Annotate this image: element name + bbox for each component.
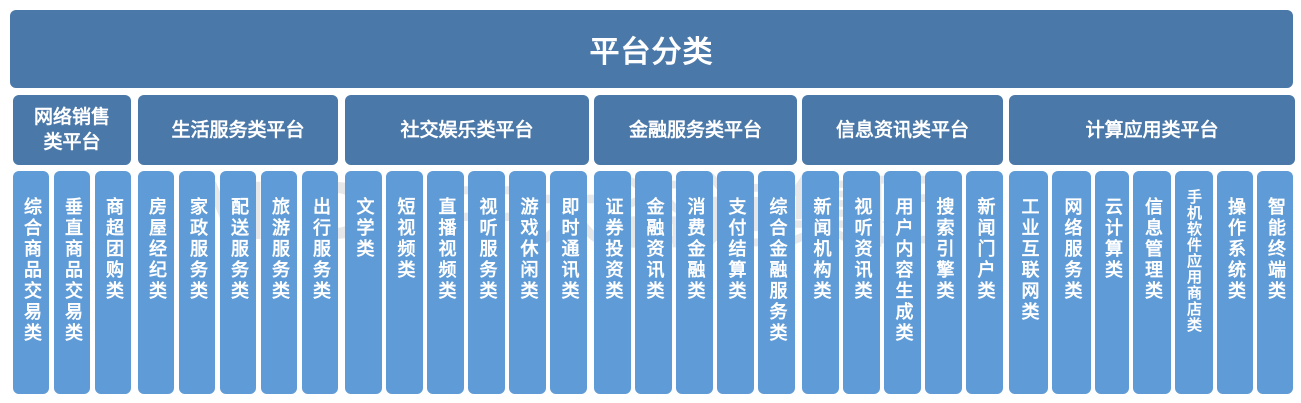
platform-type-label: 搜索引擎类 xyxy=(933,197,955,302)
platform-type-item: 出行服务类 xyxy=(302,171,338,394)
platform-type-label: 直播视频类 xyxy=(435,197,457,302)
platform-type-item: 网络服务类 xyxy=(1052,171,1091,394)
platform-type-item: 家政服务类 xyxy=(179,171,215,394)
platform-type-label: 新闻门户类 xyxy=(974,197,996,302)
category-header: 网络销售类平台 xyxy=(13,95,131,165)
platform-type-label: 视听服务类 xyxy=(476,197,498,302)
platform-type-label: 商超团购类 xyxy=(103,197,124,302)
platform-type-item: 直播视频类 xyxy=(427,171,464,394)
platform-type-item: 搜索引擎类 xyxy=(925,171,962,394)
category-header: 计算应用类平台 xyxy=(1009,95,1295,165)
platform-type-label: 垂直商品交易类 xyxy=(62,197,83,344)
platform-type-label: 用户内容生成类 xyxy=(892,197,914,344)
platform-type-item: 用户内容生成类 xyxy=(884,171,921,394)
platform-type-item: 旅游服务类 xyxy=(261,171,297,394)
platform-type-label: 综合商品交易类 xyxy=(21,197,42,344)
platform-type-label: 文学类 xyxy=(353,197,375,260)
platform-type-item: 视听资讯类 xyxy=(843,171,880,394)
platform-type-item: 新闻门户类 xyxy=(966,171,1003,394)
platform-type-item: 新闻机构类 xyxy=(802,171,839,394)
platform-type-item: 配送服务类 xyxy=(220,171,256,394)
platform-type-item: 游戏休闲类 xyxy=(509,171,546,394)
platform-type-item: 信息管理类 xyxy=(1133,171,1171,394)
platform-type-label: 视听资讯类 xyxy=(851,197,873,302)
category-header: 生活服务类平台 xyxy=(138,95,338,165)
platform-type-label: 新闻机构类 xyxy=(810,197,832,302)
platform-type-item: 商超团购类 xyxy=(95,171,131,394)
category-label-line: 类平台 xyxy=(43,131,101,153)
platform-type-item: 综合金融服务类 xyxy=(758,171,795,394)
platform-type-label: 即时通讯类 xyxy=(558,197,580,302)
platform-type-label: 操作系统类 xyxy=(1225,197,1246,302)
platform-type-label: 支付结算类 xyxy=(725,197,747,302)
platform-type-item: 金融资讯类 xyxy=(635,171,672,394)
platform-type-item: 工业互联网类 xyxy=(1009,171,1048,394)
platform-type-label: 游戏休闲类 xyxy=(517,197,539,302)
platform-type-label: 手机软件应用商店类 xyxy=(1185,189,1203,333)
platform-type-label: 综合金融服务类 xyxy=(766,197,788,344)
category-header: 金融服务类平台 xyxy=(594,95,797,165)
platform-type-label: 金融资讯类 xyxy=(643,197,665,302)
platform-type-item: 视听服务类 xyxy=(468,171,505,394)
platform-type-label: 信息管理类 xyxy=(1142,197,1163,302)
platform-type-item: 手机软件应用商店类 xyxy=(1175,171,1213,394)
platform-type-item: 支付结算类 xyxy=(717,171,754,394)
platform-type-label: 网络服务类 xyxy=(1061,197,1083,302)
platform-type-label: 出行服务类 xyxy=(310,197,331,302)
platform-type-label: 工业互联网类 xyxy=(1018,197,1040,323)
platform-type-item: 智能终端类 xyxy=(1257,171,1293,394)
platform-type-item: 证券投资类 xyxy=(594,171,631,394)
platform-type-label: 配送服务类 xyxy=(228,197,249,302)
platform-type-label: 证券投资类 xyxy=(602,197,624,302)
category-header: 社交娱乐类平台 xyxy=(345,95,589,165)
platform-type-label: 家政服务类 xyxy=(187,197,208,302)
platform-type-item: 短视频类 xyxy=(386,171,423,394)
platform-type-label: 旅游服务类 xyxy=(269,197,290,302)
platform-type-label: 房屋经纪类 xyxy=(146,197,167,302)
platform-type-item: 垂直商品交易类 xyxy=(54,171,90,394)
category-header: 信息资讯类平台 xyxy=(802,95,1003,165)
category-label-line: 网络销售 xyxy=(33,106,110,128)
platform-type-label: 云计算类 xyxy=(1102,197,1123,281)
platform-type-item: 文学类 xyxy=(345,171,382,394)
platform-type-item: 即时通讯类 xyxy=(550,171,587,394)
platform-type-label: 智能终端类 xyxy=(1265,197,1286,302)
root-title: 平台分类 xyxy=(10,10,1293,88)
platform-type-item: 综合商品交易类 xyxy=(13,171,49,394)
platform-type-label: 短视频类 xyxy=(394,197,416,281)
platform-type-item: 云计算类 xyxy=(1095,171,1129,394)
platform-type-item: 房屋经纪类 xyxy=(138,171,174,394)
platform-type-label: 消费金融类 xyxy=(684,197,706,302)
platform-type-item: 消费金融类 xyxy=(676,171,713,394)
platform-type-item: 操作系统类 xyxy=(1217,171,1253,394)
